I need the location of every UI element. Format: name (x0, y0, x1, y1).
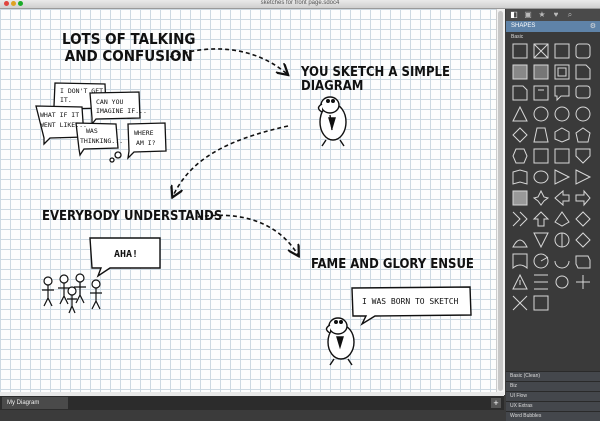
sketch-drawing: I DON'T GET IT. CAN YOU IMAGINE IF... WH… (35, 48, 472, 366)
image-tab-icon[interactable]: ▣ (524, 10, 532, 19)
bubble-aha-text: AHA! (114, 249, 138, 260)
bubble-where-line2: AM I? (136, 139, 156, 147)
heading-fame: FAME AND GLORY ENSUE (311, 257, 474, 272)
heading-talking-line1: LOTS OF TALKING (62, 30, 196, 48)
library-word-bubbles[interactable]: Word Bubbles (506, 411, 600, 421)
library-biz[interactable]: Biz (506, 381, 600, 391)
arrow-sketch-to-understands (173, 125, 289, 196)
stick-people (42, 273, 102, 314)
diagram-canvas[interactable]: I DON'T GET IT. CAN YOU IMAGINE IF... WH… (0, 9, 504, 395)
minimize-window-button[interactable] (11, 1, 16, 6)
close-window-button[interactable] (4, 1, 9, 6)
heart-tab-icon[interactable]: ♥ (553, 10, 559, 19)
library-ux-extras[interactable]: UX Extras (506, 401, 600, 411)
shape-library-grid (511, 42, 595, 377)
bubble-born-text: I WAS BORN TO SKETCH (362, 297, 459, 306)
arrow-talking-to-sketch (169, 48, 287, 74)
vertical-scrollbar[interactable] (496, 9, 505, 395)
born-bubble (351, 286, 472, 326)
bubble-what-if-line1: WHAT IF IT (40, 111, 79, 119)
panel-tabs: ◧ ▣ ★ ♥ ⌕ (506, 9, 600, 21)
gear-icon[interactable]: ⚙ (589, 23, 596, 30)
heading-sketch: YOU SKETCH A SIMPLE DIAGRAM (301, 65, 450, 95)
horizontal-scrollbar[interactable] (0, 392, 504, 396)
confusion-bubbles (35, 82, 167, 163)
page-tab-bar: My Diagram + (0, 396, 504, 410)
library-list: Basic (Clean) Biz UI Flow UX Extras Word… (506, 371, 600, 421)
search-tab-icon[interactable]: ⌕ (567, 10, 573, 19)
window-titlebar: sketches for front page.sdoc4 (0, 0, 600, 9)
shapes-tab-icon[interactable]: ◧ (510, 10, 518, 19)
shapes-panel: ◧ ▣ ★ ♥ ⌕ SHAPES ⚙ Basic (506, 9, 600, 421)
shapes-header: SHAPES ⚙ (506, 21, 600, 32)
bubble-can-you-line2: IMAGINE IF... (96, 107, 147, 115)
glory-character (325, 317, 355, 366)
shapes-header-title: SHAPES (511, 23, 536, 29)
vertical-scroll-thumb[interactable] (498, 11, 503, 391)
shape-icons[interactable] (511, 42, 595, 372)
heading-talking-line2: AND CONFUSION (64, 46, 193, 65)
zoom-window-button[interactable] (18, 1, 23, 6)
window-title: sketches for front page.sdoc4 (260, 0, 340, 6)
bubble-what-if-line2: WENT LIKE... (40, 121, 87, 129)
arrow-understands-to-fame (197, 214, 298, 255)
bubble-thinking-line2: THINKING... (80, 137, 123, 145)
sketch-character (317, 96, 347, 147)
heading-talking: LOTS OF TALKING AND CONFUSION (62, 31, 195, 64)
library-ui-flow[interactable]: UI Flow (506, 391, 600, 401)
bubble-can-you-line1: CAN YOU (96, 98, 123, 106)
star-tab-icon[interactable]: ★ (538, 10, 546, 19)
bubble-dont-get-line1: I DON'T GET (60, 87, 103, 95)
page-tab-my-diagram[interactable]: My Diagram (2, 397, 68, 409)
bubble-where-line1: WHERE (134, 129, 154, 137)
bubble-thinking-line1: WAS (86, 127, 98, 135)
heading-understands: EVERYBODY UNDERSTANDS (42, 209, 223, 224)
library-basic-clean[interactable]: Basic (Clean) (506, 371, 600, 381)
add-page-button[interactable]: + (491, 398, 501, 408)
section-basic-label: Basic (511, 34, 524, 40)
bubble-dont-get-line2: IT. (60, 96, 72, 104)
aha-bubble (89, 237, 161, 278)
